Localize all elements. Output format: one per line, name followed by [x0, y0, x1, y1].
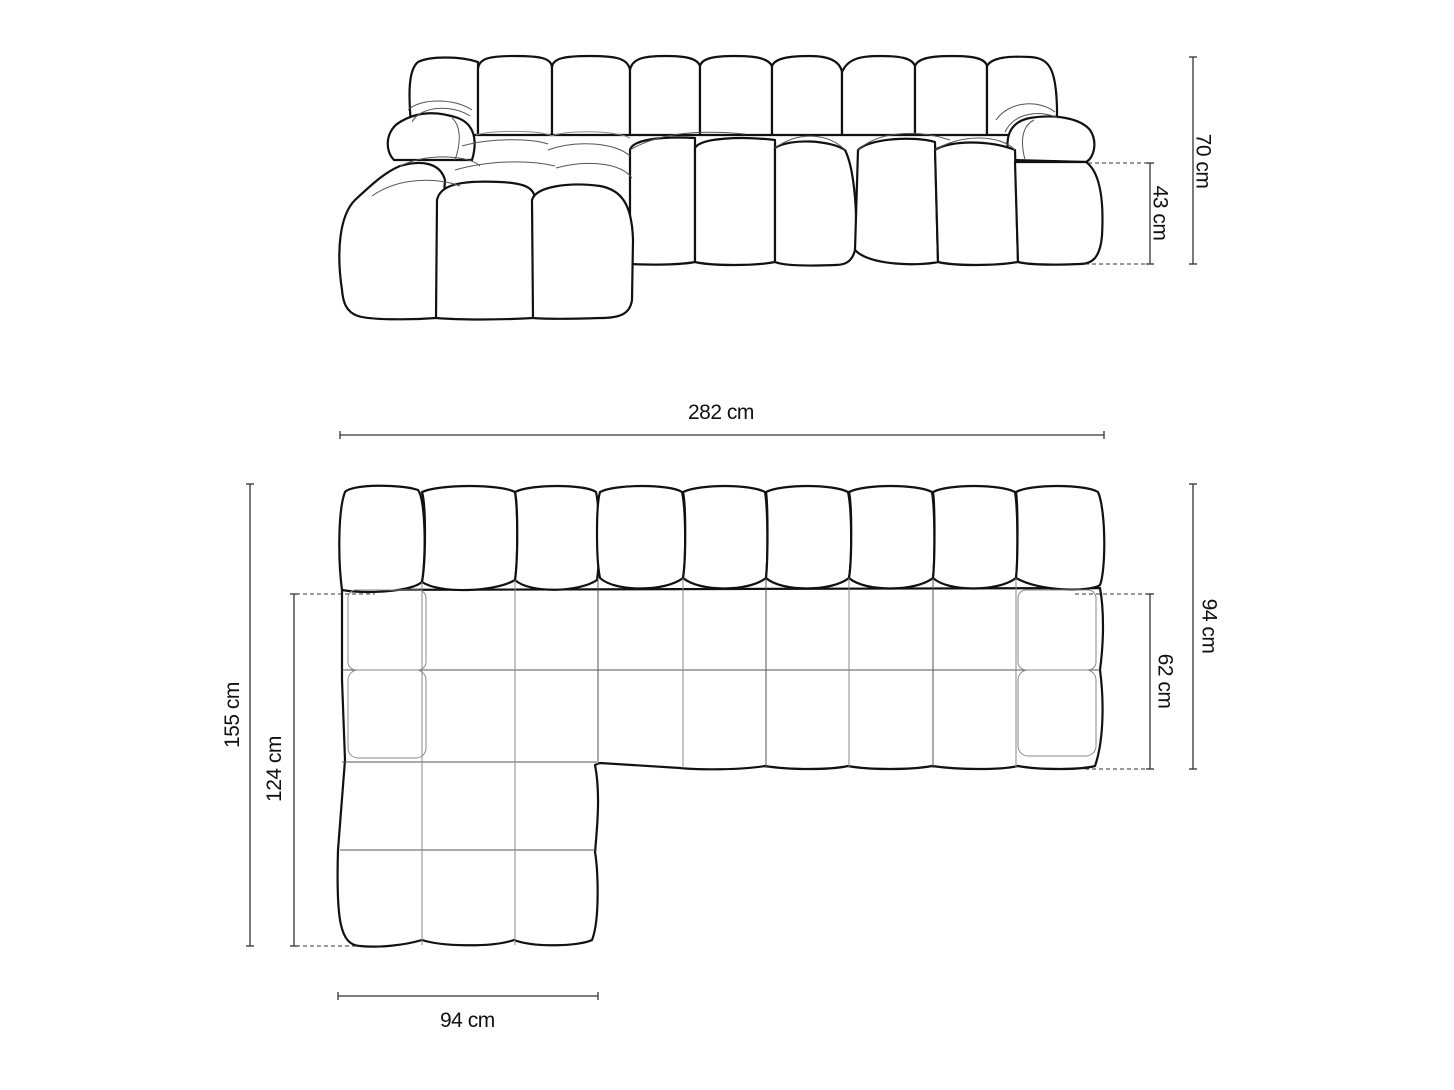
total-height-label: 70 cm: [1191, 133, 1215, 189]
front-elevation-view: [338, 54, 1197, 321]
seat-grid-lines: [340, 578, 1100, 945]
chaise-cushions: [338, 130, 635, 321]
left-armrest: [386, 100, 476, 162]
front-dimension-lines: [1085, 56, 1197, 265]
seat-height-label: 43 cm: [1148, 185, 1172, 241]
total-width-label: 282 cm: [688, 401, 754, 424]
left-dimension-lines: [246, 483, 375, 947]
chaise-total-depth-label: 155 cm: [220, 682, 244, 748]
right-armrest: [995, 103, 1096, 164]
chaise-width-label: 94 cm: [440, 1009, 495, 1032]
width-dimension-line: [339, 431, 1105, 439]
seat-cushions-main: [628, 131, 1104, 267]
armrest-cushions-top: [347, 589, 1097, 759]
chaise-width-dimension-line: [337, 992, 599, 1000]
seat-base: [336, 586, 1105, 948]
right-dimension-lines: [1075, 483, 1197, 770]
total-depth-label: 94 cm: [1197, 598, 1221, 654]
backrest-cushions: [408, 54, 1059, 137]
top-plan-view: [246, 431, 1197, 1000]
back-cushions-top: [338, 484, 1106, 594]
chaise-seat-depth-label: 124 cm: [262, 736, 286, 802]
seat-depth-label: 62 cm: [1153, 653, 1177, 709]
